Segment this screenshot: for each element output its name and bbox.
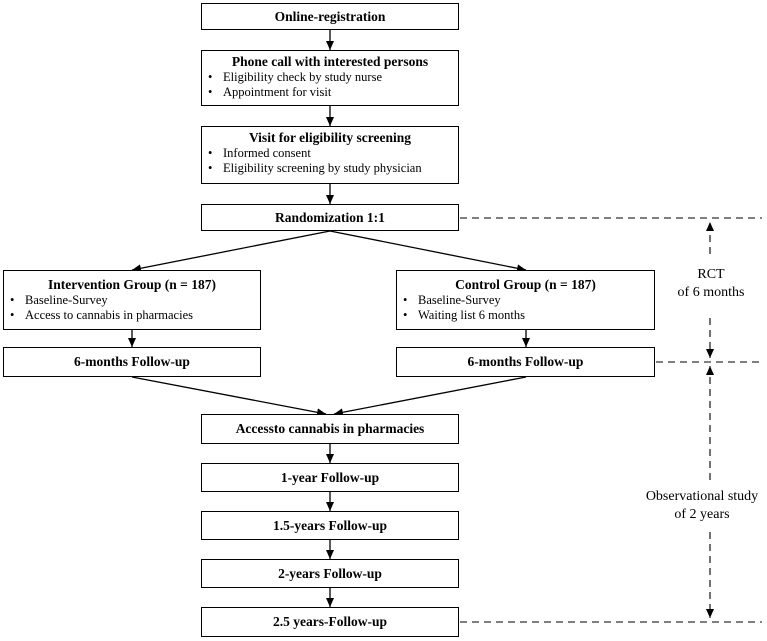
phone-call-box: Phone call with interested persons Eligi… [201,50,459,106]
rct-label-line1: RCT [697,267,725,282]
list-item: Eligibility screening by study physician [202,161,458,176]
list-item: Baseline-Survey [4,293,260,308]
arrow-randomization-to-control [329,230,527,273]
visit-screening-title: Visit for eligibility screening [248,130,412,145]
visit-screening-list: Informed consent Eligibility screening b… [202,146,458,176]
rct-label: RCT of 6 months [670,266,752,302]
arrow-intervention-followup-to-access [131,376,327,417]
list-item: Eligibility check by study nurse [202,70,458,85]
access-cannabis-box: Accessto cannabis in pharmacies [201,414,459,444]
phone-call-title: Phone call with interested persons [231,54,429,69]
list-item: Baseline-Survey [397,293,654,308]
control-6-month-followup-title: 6-months Follow-up [467,354,584,369]
followup-1-year-box: 1-year Follow-up [201,463,459,492]
intervention-6-month-followup-box: 6-months Follow-up [3,347,261,377]
list-item: Access to cannabis in pharmacies [4,308,260,323]
control-group-box: Control Group (n = 187) Baseline-Survey … [396,270,655,330]
visit-screening-box: Visit for eligibility screening Informed… [201,126,459,184]
followup-2-5-years-title: 2.5 years-Follow-up [273,614,387,629]
observational-study-label-line2: of 2 years [674,507,730,522]
access-cannabis-title: Accessto cannabis in pharmacies [235,421,425,436]
control-6-month-followup-box: 6-months Follow-up [396,347,655,377]
observational-study-label-line1: Observational study [645,489,759,504]
followup-2-years-title: 2-years Follow-up [278,565,382,581]
arrow-randomization-to-intervention [131,230,331,273]
intervention-group-list: Baseline-Survey Access to cannabis in ph… [4,293,260,323]
list-item: Informed consent [202,146,458,161]
intervention-6-month-followup-title: 6-months Follow-up [74,354,190,369]
observational-study-label: Observational study of 2 years [640,488,764,524]
intervention-group-box: Intervention Group (n = 187) Baseline-Su… [3,270,261,330]
followup-1-5-years-box: 1.5-years Follow-up [201,511,459,540]
intervention-group-title: Intervention Group (n = 187) [48,277,216,292]
control-group-list: Baseline-Survey Waiting list 6 months [397,293,654,323]
followup-2-5-years-box: 2.5 years-Follow-up [201,607,459,637]
list-item: Waiting list 6 months [397,308,654,323]
rct-label-line2: of 6 months [677,285,745,300]
followup-1-year-title: 1-year Follow-up [280,469,380,485]
phone-call-list: Eligibility check by study nurse Appoint… [202,70,458,100]
control-group-title: Control Group (n = 187) [455,277,596,292]
followup-1-5-years-title: 1.5-years Follow-up [273,517,387,533]
randomization-box: Randomization 1:1 [201,204,459,231]
arrow-control-followup-to-access [333,376,527,417]
online-registration-box: Online-registration [201,3,459,30]
followup-2-years-box: 2-years Follow-up [201,559,459,588]
randomization-title: Randomization 1:1 [275,209,385,225]
online-registration-title: Online-registration [274,8,386,24]
list-item: Appointment for visit [202,85,458,100]
